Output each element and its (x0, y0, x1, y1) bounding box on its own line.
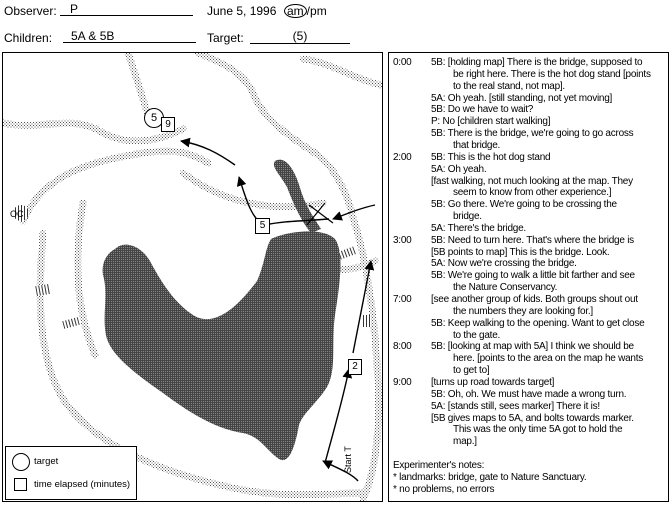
note-line: here. [points to the area on the map he … (453, 353, 643, 365)
note-line: [fast walking, not much looking at the m… (431, 175, 633, 187)
start-label: Start T (343, 446, 353, 473)
note-line: 5A: There's the bridge. (431, 222, 526, 234)
note-line: map.] (453, 436, 477, 448)
oc-label: OC (10, 209, 24, 219)
road-west-arc (19, 147, 212, 225)
route-leg-1 (322, 460, 359, 482)
note-line: 5B: Need to turn here. That's where the … (431, 234, 634, 246)
note-line: be right here. There is the hot dog stan… (453, 68, 651, 80)
experimenter-note-item: * landmarks: bridge, gate to Nature Sanc… (393, 471, 587, 483)
note-line: [5B points to map] This is the bridge. L… (431, 246, 610, 258)
gate-west (35, 283, 51, 297)
slash: / (306, 4, 311, 18)
road-east (349, 214, 382, 501)
note-line: P: No [children start walking] (431, 116, 551, 128)
observation-notes: 0:00 5B: [holding map] There is the bridg… (388, 52, 669, 502)
note-time: 7:00 (393, 294, 412, 305)
am-option: am (284, 4, 307, 18)
target-value: (5) (250, 29, 350, 44)
road-north (124, 53, 152, 119)
note-line: 5B: Keep walking to the opening. Want to… (431, 317, 645, 329)
road-inner-west (74, 199, 99, 359)
experimenter-notes-title: Experimenter's notes: (393, 460, 485, 472)
note-line: the Nature Conservancy. (453, 282, 558, 294)
route-leg-2 (324, 368, 353, 464)
note-time: 8:00 (393, 341, 412, 353)
note-line: bridge. (453, 211, 482, 223)
children-label: Children: (4, 31, 53, 45)
lake (102, 231, 341, 461)
note-line: to the gate. (453, 329, 501, 341)
pm-option: pm (310, 4, 327, 18)
road-north-west (3, 119, 187, 145)
note-line: 5B: Do we have to wait? (431, 104, 534, 116)
gate-east (338, 246, 356, 260)
map-legend: target time elapsed (minutes) (5, 446, 137, 500)
stream (273, 159, 321, 233)
note-time: 9:00 (393, 376, 412, 388)
road-north-east (194, 53, 357, 222)
date: June 5, 1996 (207, 4, 277, 18)
route-map: OC 5 9 5 2 Start T target time elapsed (… (2, 52, 383, 502)
note-line: 5B: [looking at map with 5A] I think we … (431, 341, 634, 353)
map-drawing: OC (3, 53, 382, 501)
time-box-9: 9 (161, 117, 175, 132)
note-line: seem to know from other experience.] (453, 187, 612, 199)
note-line: This was the only time 5A got to hold th… (453, 424, 623, 436)
note-line: 5B: This is the hot dog stand (431, 151, 551, 163)
note-line: 5B: We're going to walk a little bit far… (431, 270, 635, 282)
note-line: 5B: There is the bridge, we're going to … (431, 128, 634, 140)
time-box-5: 5 (255, 218, 270, 234)
note-line: 5B: [holding map] There is the bridge, s… (431, 57, 643, 68)
note-line: 5B: Go there. We're going to be crossing… (431, 199, 617, 211)
note-line: 5A: Oh yeah. (431, 163, 487, 175)
legend-target-label: target (34, 456, 59, 467)
children-value: 5A & 5B (63, 29, 196, 43)
gates (35, 246, 371, 329)
note-line: 5A: Oh yeah. [still standing, not yet mo… (431, 92, 613, 104)
am-circled: am/pm (284, 4, 327, 18)
note-line: 5A: [stands still, sees marker] There it… (431, 400, 600, 412)
bridge-cross (306, 202, 334, 226)
gate-far-east (361, 315, 371, 327)
road-top-right (299, 55, 382, 89)
legend-target-symbol (12, 453, 30, 471)
note-line: the numbers they are looking for.] (453, 305, 593, 317)
route-leg-3 (352, 260, 375, 354)
legend-time-symbol (14, 478, 27, 491)
note-line: [5B gives maps to 5A, and bolts towards … (431, 412, 634, 424)
route-leg-6 (180, 137, 236, 166)
note-line: that bridge. (453, 139, 501, 151)
note-time: 2:00 (393, 151, 412, 163)
oc-marker (13, 205, 29, 221)
note-line: [see another group of kids. Both groups … (431, 294, 638, 305)
experimenter-note-item: * no problems, no errors (393, 483, 495, 495)
note-line: 5B: Oh, oh. We must have made a wrong tu… (431, 388, 627, 400)
note-line: [turns up road towards target] (431, 376, 555, 388)
observer-label: Observer: (4, 4, 57, 18)
target-label: Target: (207, 31, 244, 45)
note-time: 0:00 (393, 57, 412, 68)
observer-value: P (60, 2, 193, 16)
note-time: 3:00 (393, 234, 412, 246)
time-box-2: 2 (348, 359, 362, 375)
route-leg-4 (332, 204, 376, 221)
note-line: 5A: Now we're crossing the bridge. (431, 258, 577, 270)
note-line: to get to] (453, 365, 490, 377)
gate-south-west (62, 317, 80, 329)
legend-time-label: time elapsed (minutes) (34, 479, 131, 490)
note-line: to the real stand, not map]. (453, 80, 565, 92)
